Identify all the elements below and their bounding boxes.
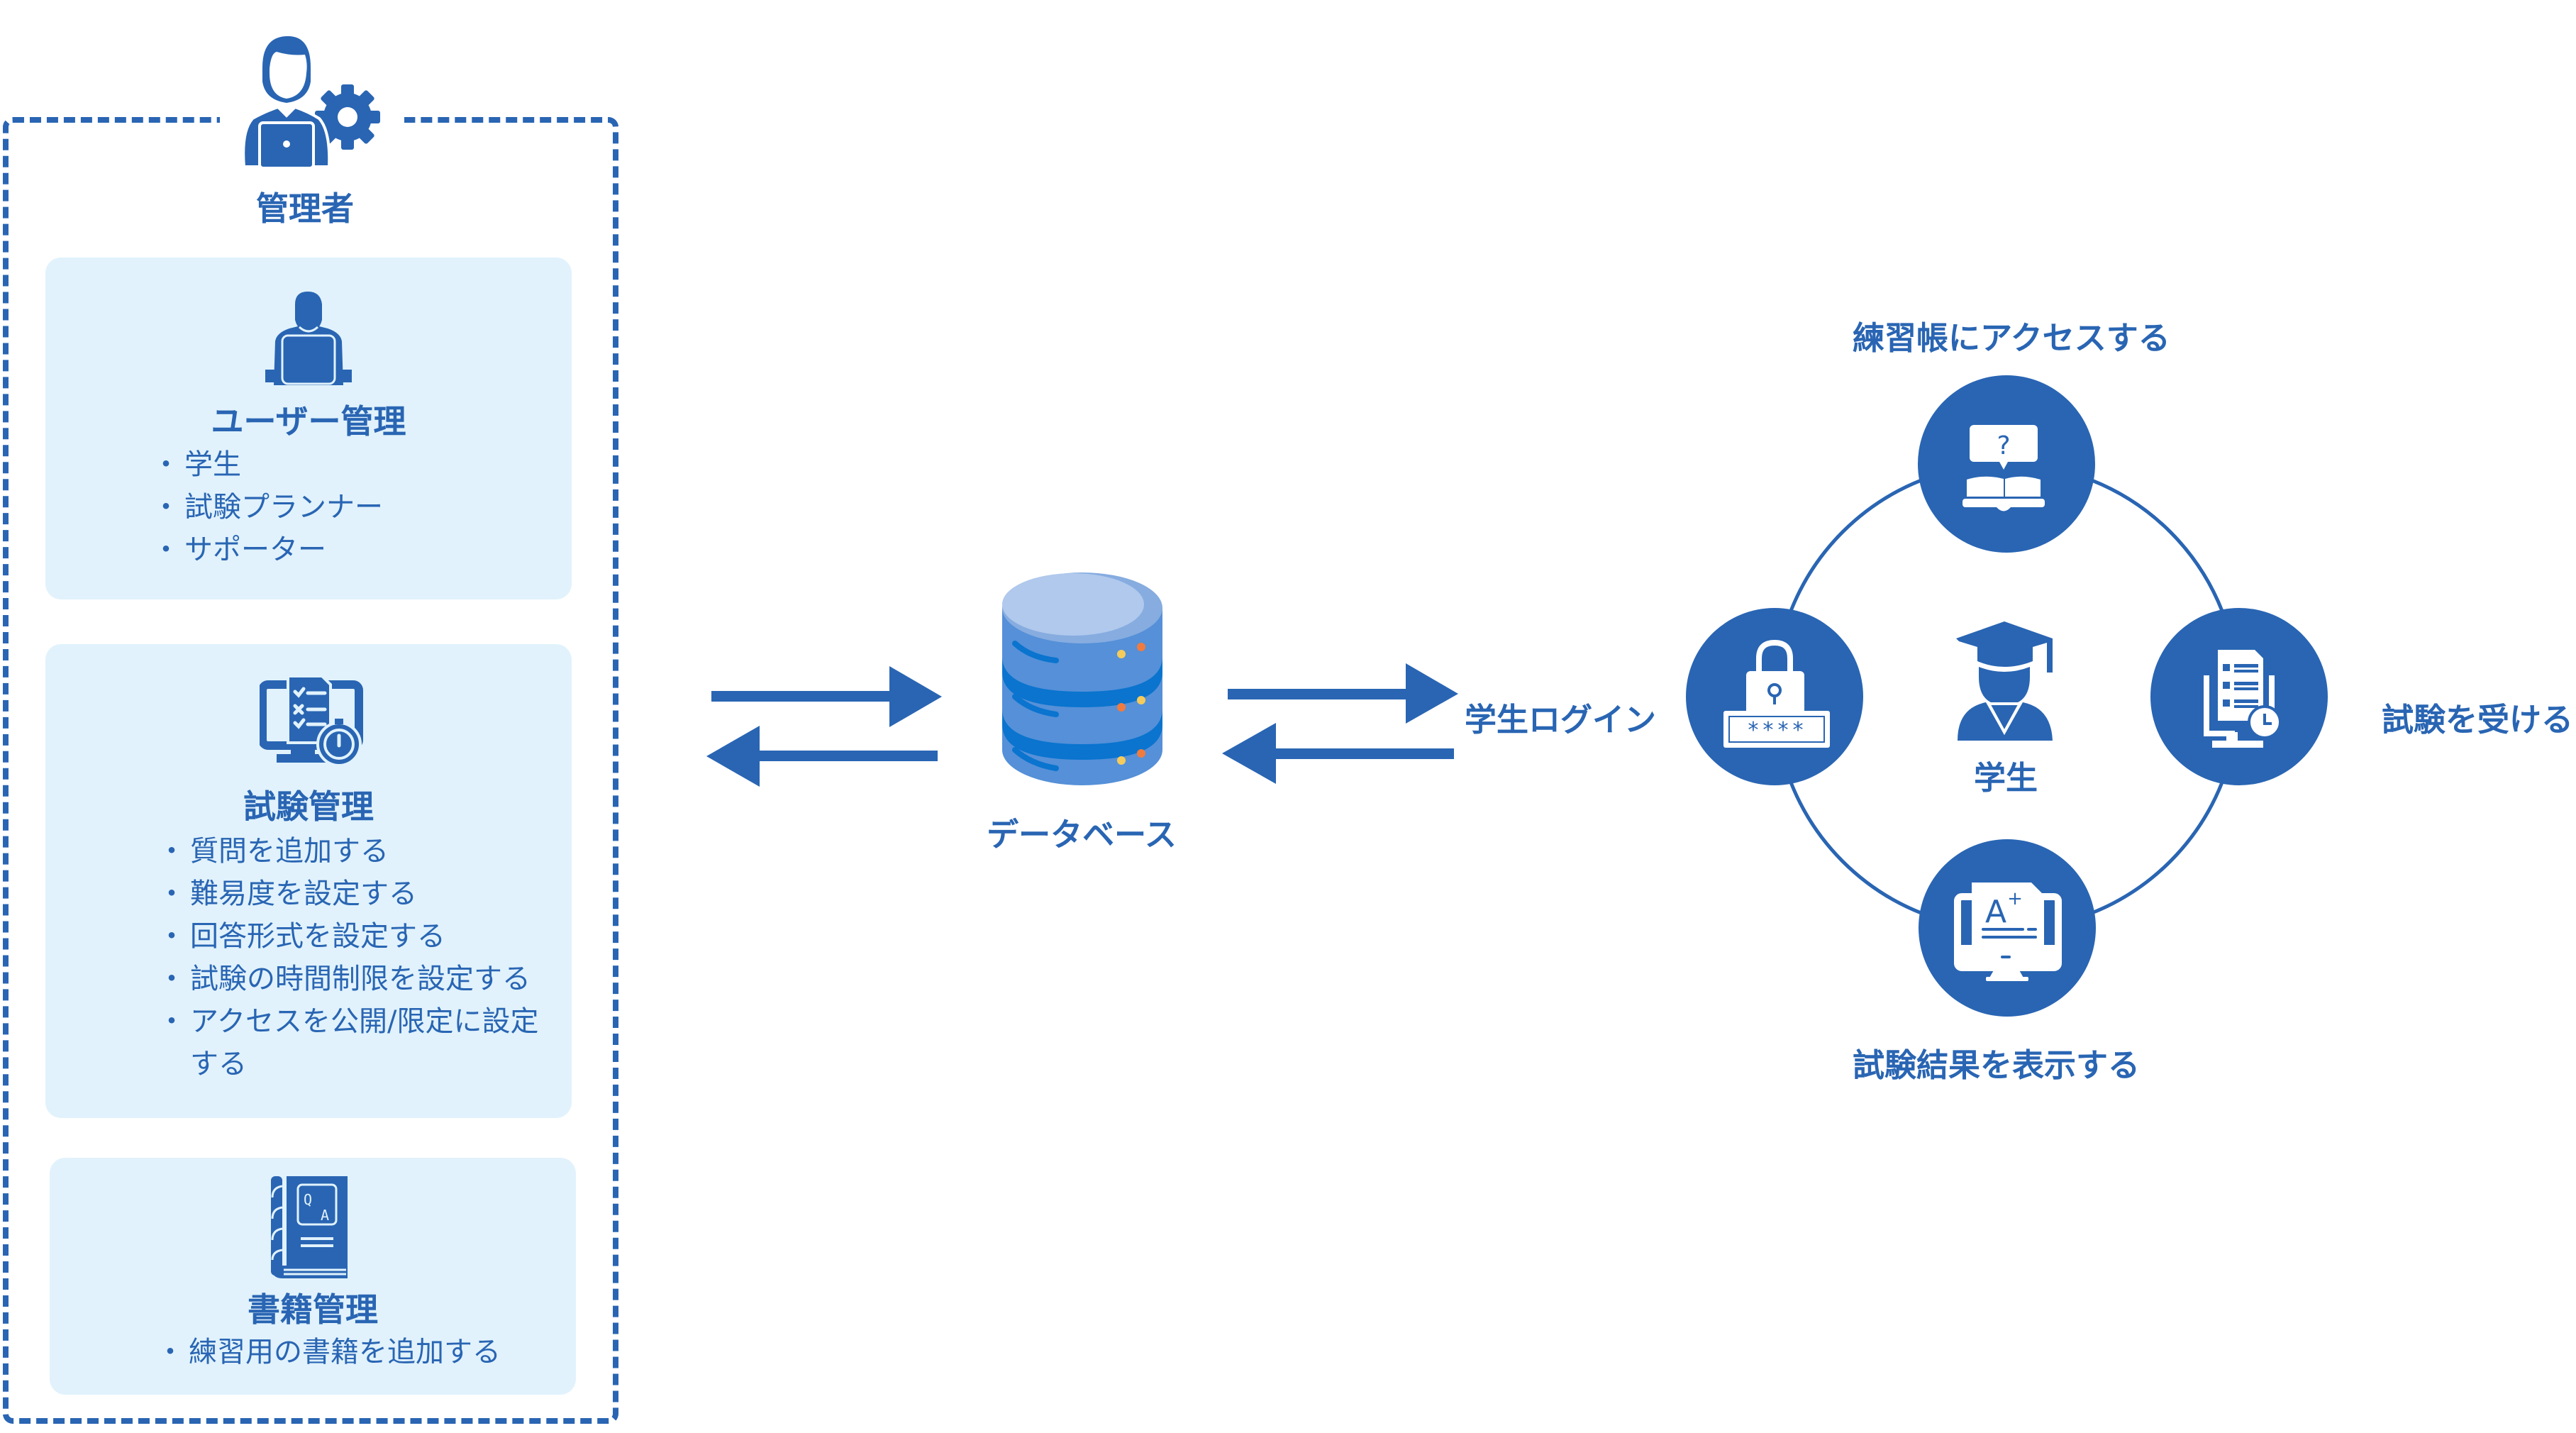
arrow-left-icon: [1222, 723, 1454, 784]
book-question-icon: ?: [1962, 425, 2045, 511]
svg-text:A: A: [321, 1207, 329, 1224]
arrow-left-icon: [706, 726, 938, 787]
book-management-card: Q A 書籍管理 ・練習用の書籍を追加する: [50, 1158, 576, 1395]
svg-text:?: ?: [1997, 431, 2010, 460]
list-item: ・アクセスを公開/限定に設定する: [157, 1005, 539, 1080]
svg-text:****: ****: [1747, 718, 1806, 743]
exam-management-card: 試験管理 ・質問を追加する ・難易度を設定する ・回答形式を設定する ・試験の時…: [45, 644, 572, 1118]
node-login[interactable]: ****: [1685, 607, 1864, 786]
node-take-exam-label: 試験を受ける: [2382, 701, 2574, 738]
user-management-card: ユーザー管理 ・学生 ・試験プランナー ・サポーター: [45, 258, 572, 599]
db-student-arrows: [1222, 663, 1458, 784]
exam-management-list: ・質問を追加する ・難易度を設定する ・回答形式を設定する ・試験の時間制限を設…: [157, 830, 562, 1085]
node-access-workbook[interactable]: ?: [1917, 375, 2096, 553]
node-view-results[interactable]: A +: [1918, 839, 2097, 1017]
node-view-results-label: 試験結果を表示する: [1853, 1046, 2141, 1084]
list-item: ・試験の時間制限を設定する: [157, 963, 531, 995]
list-item: ・試験プランナー: [152, 491, 383, 524]
node-take-exam[interactable]: [2150, 607, 2328, 786]
list-item: ・質問を追加する: [157, 835, 389, 868]
database-label: データベース: [987, 816, 1177, 853]
admin-with-laptop-gear-icon: [234, 32, 383, 174]
svg-text:+: +: [2007, 888, 2023, 909]
book-management-list: ・練習用の書籍を追加する: [156, 1331, 501, 1373]
svg-text:A: A: [1985, 894, 2006, 930]
book-management-title: 書籍管理: [248, 1290, 378, 1329]
exam-management-title: 試験管理: [243, 787, 374, 826]
list-item: ・学生: [152, 448, 241, 481]
user-management-list: ・学生 ・試験プランナー ・サポーター: [152, 443, 383, 571]
user-management-title: ユーザー管理: [211, 402, 406, 441]
arrow-right-icon: [1228, 663, 1458, 724]
list-item: ・練習用の書籍を追加する: [156, 1336, 501, 1368]
list-item: ・サポーター: [152, 533, 326, 566]
list-item: ・難易度を設定する: [157, 878, 417, 910]
monitor-checklist-stopwatch-icon: [260, 676, 365, 767]
list-item: ・回答形式を設定する: [157, 920, 445, 953]
qa-book-icon: Q A: [268, 1176, 350, 1280]
graduate-student-icon: [1956, 621, 2059, 742]
student-center-label: 学生: [1973, 759, 2038, 797]
monitor-grade-a-plus-icon: A +: [1954, 883, 2062, 981]
padlock-password-icon: ****: [1723, 639, 1830, 748]
user-at-laptop-icon: [265, 292, 352, 385]
admin-title: 管理者: [256, 189, 354, 228]
arrow-right-icon: [711, 666, 942, 727]
student-login-label: 学生ログイン: [1465, 701, 1657, 738]
monitor-exam-clock-icon: [2204, 650, 2282, 748]
svg-text:Q: Q: [304, 1191, 312, 1208]
node-access-workbook-label: 練習帳にアクセスする: [1853, 319, 2170, 357]
admin-db-arrows: [706, 666, 942, 787]
database-server-icon: [1002, 572, 1162, 787]
